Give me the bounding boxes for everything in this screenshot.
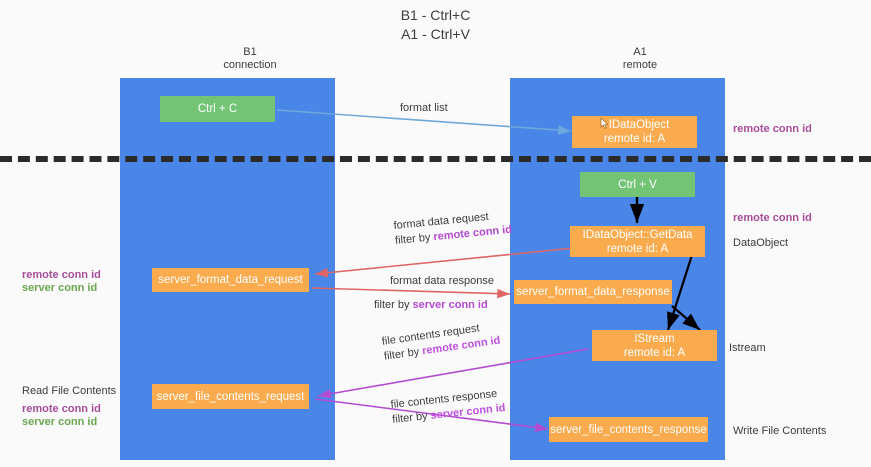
edge-label-format-list: format list — [400, 102, 448, 114]
edge-label-format-data-response-text: format data response — [390, 275, 494, 287]
side-label-istream: Istream — [729, 342, 766, 354]
node-ctrl-c-label: Ctrl + C — [197, 103, 238, 115]
node-server-file-contents-request[interactable]: server_file_contents_request — [152, 384, 309, 409]
edge-label-file-contents-response: file contents response filter by server … — [390, 386, 506, 428]
node-idataobject-getdata-sub: remote id: A — [606, 242, 669, 255]
node-idataobject-getdata[interactable]: IDataObject::GetData remote id: A — [570, 226, 705, 257]
side-label-left-remote-conn-id: remote conn id — [22, 269, 101, 281]
side-label-left-server-conn-id: server conn id — [22, 282, 98, 294]
side-label-left-server-conn-id-2: server conn id — [22, 416, 98, 428]
edge-label-format-data-response: format data response — [390, 274, 494, 289]
node-idataobject[interactable]: IDataObject remote id: A — [572, 116, 697, 148]
node-server-format-data-response[interactable]: server_format_data_response — [514, 280, 672, 304]
node-server-format-data-request[interactable]: server_format_data_request — [152, 268, 309, 292]
node-server-file-contents-response[interactable]: server_file_contents_response — [549, 417, 708, 442]
node-server-format-data-request-label: server_format_data_request — [158, 274, 303, 286]
edge-label-format-data-response-filter: filter by server conn id — [374, 298, 488, 313]
node-ctrl-v-label: Ctrl + V — [618, 178, 657, 191]
edge-label-format-data-response-filter-key: server conn id — [412, 299, 488, 311]
node-ctrl-v[interactable]: Ctrl + V — [580, 172, 695, 197]
node-idataobject-getdata-label: IDataObject::GetData — [582, 228, 693, 241]
node-istream-sub: remote id: A — [623, 346, 686, 359]
column-header-a1-line1: A1 — [633, 46, 647, 58]
edge-label-format-data-request-filter-prefix: filter by — [394, 231, 435, 247]
node-server-file-contents-response-label: server_file_contents_response — [550, 423, 707, 436]
side-label-remote-conn-id-top: remote conn id — [733, 123, 812, 135]
node-istream[interactable]: IStream remote id: A — [592, 330, 717, 361]
node-idataobject-sub: remote id: A — [603, 133, 666, 145]
edge-label-format-data-request: format data request filter by remote con… — [393, 208, 513, 249]
column-header-a1-line2: remote — [622, 59, 658, 71]
edge-label-file-contents-request-filter-prefix: filter by — [383, 345, 424, 363]
side-label-write-file-contents: Write File Contents — [733, 425, 827, 437]
page-title: B1 - Ctrl+C A1 - Ctrl+V — [0, 6, 871, 44]
column-header-b1-line1: B1 — [243, 46, 257, 58]
edge-label-file-contents-request: file contents request filter by remote c… — [381, 319, 501, 365]
side-label-remote-conn-id-mid: remote conn id — [733, 212, 812, 224]
node-idataobject-name: IDataObject — [608, 119, 670, 131]
column-header-b1-line2: connection — [223, 59, 277, 71]
side-label-left-remote-conn-id-2: remote conn id — [22, 403, 101, 415]
node-server-format-data-response-label: server_format_data_response — [516, 286, 670, 298]
phase-divider — [0, 156, 871, 162]
edge-label-file-contents-response-filter-prefix: filter by — [391, 409, 432, 426]
edge-label-format-data-response-filter-prefix: filter by — [374, 299, 413, 311]
node-server-file-contents-request-label: server_file_contents_request — [156, 390, 305, 403]
side-label-dataobject: DataObject — [733, 237, 789, 249]
column-header-a1: A1 remote — [540, 46, 740, 72]
node-ctrl-c[interactable]: Ctrl + C — [160, 96, 275, 122]
node-idataobject-label: IDataObject — [600, 117, 670, 132]
node-istream-label: IStream — [634, 332, 675, 345]
column-header-b1: B1 connection — [150, 46, 350, 72]
side-label-read-file-contents: Read File Contents — [22, 385, 117, 397]
title-line-2: A1 - Ctrl+V — [401, 26, 470, 42]
title-line-1: B1 - Ctrl+C — [400, 7, 471, 23]
text-cursor-icon — [600, 117, 611, 129]
